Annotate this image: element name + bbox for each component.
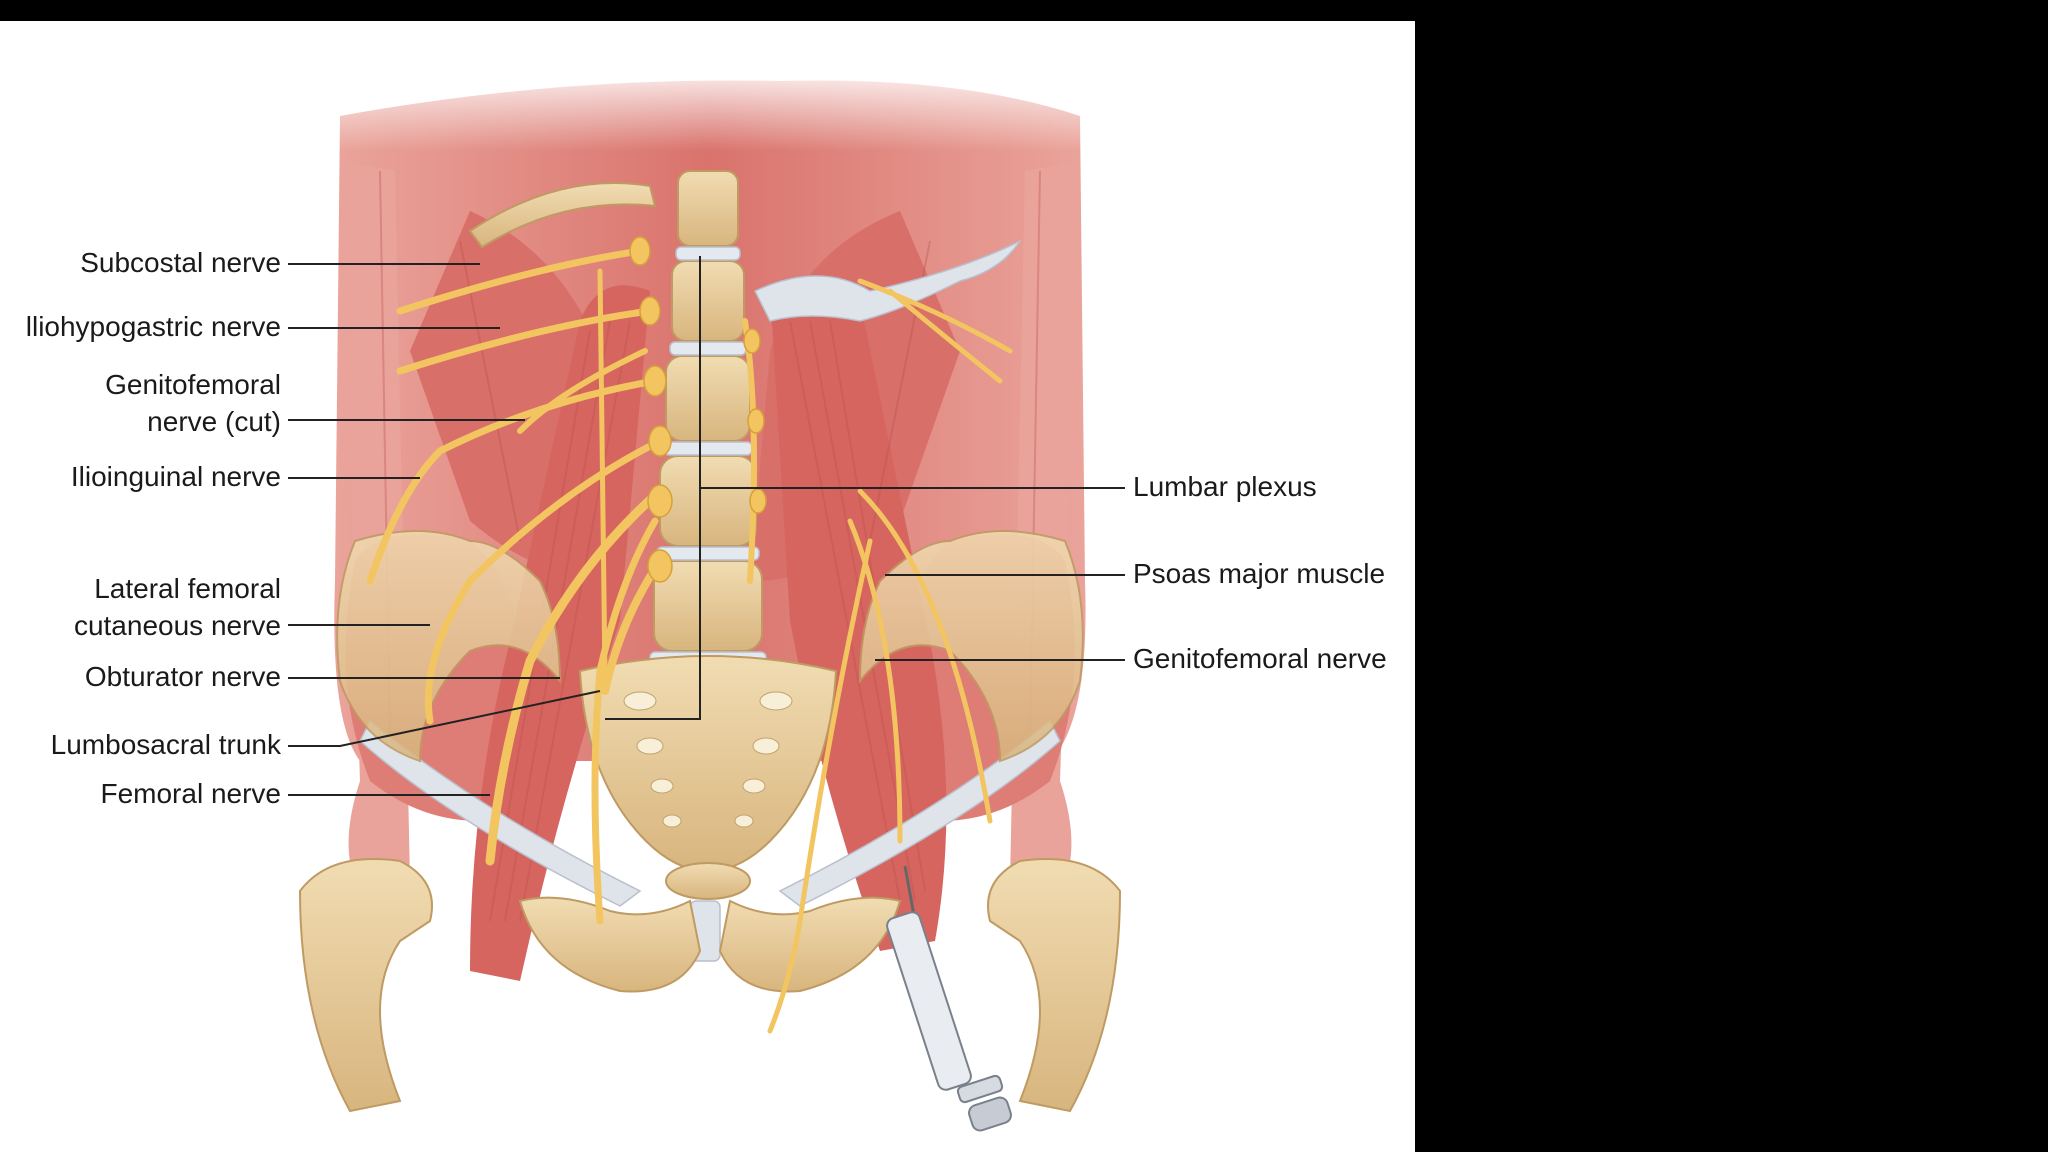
label-obturator-nerve: Obturator nerve — [84, 661, 281, 692]
leader-lumbar-plexus — [605, 256, 1125, 720]
illustration-panel: Subcostal nerve lliohypogastric nerve Ge… — [0, 21, 1415, 1152]
label-subcostal-nerve: Subcostal nerve — [80, 247, 281, 278]
leader-lines — [288, 256, 1125, 796]
label-genitofemoral-nerve-cut: Genitofemoral nerve (cut) — [105, 369, 281, 437]
syringe — [886, 865, 1012, 1132]
leader-lumbosacral — [288, 690, 601, 747]
label-ilioinguinal-nerve: Ilioinguinal nerve — [70, 461, 281, 492]
nerve-ganglia — [629, 236, 767, 583]
pelvis — [298, 530, 1122, 1113]
label-lumbar-plexus: Lumbar plexus — [1133, 471, 1317, 502]
vertebral-column — [653, 170, 763, 652]
top-fade — [300, 61, 1120, 151]
twelfth-rib — [468, 182, 657, 249]
label-genitofemoral-nerve: Genitofemoral nerve — [1133, 643, 1387, 674]
sacral-foramina — [623, 691, 793, 828]
anatomy-illustration — [288, 61, 1125, 1132]
label-lateral-femoral-cutaneous-nerve: Lateral femoral cutaneous nerve — [73, 573, 281, 641]
label-femoral-nerve: Femoral nerve — [100, 778, 281, 809]
label-iliohypogastric-nerve: lliohypogastric nerve — [25, 311, 281, 342]
label-psoas-major-muscle: Psoas major muscle — [1133, 558, 1386, 589]
label-lumbosacral-trunk: Lumbosacral trunk — [50, 729, 281, 760]
